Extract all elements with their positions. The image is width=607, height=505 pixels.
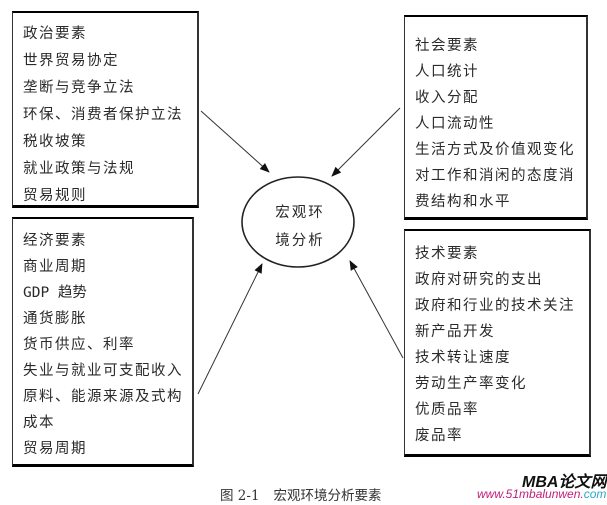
- social-item: 对工作和消闲的态度消: [415, 168, 575, 184]
- social-item: 人口流动性: [415, 116, 495, 132]
- social-item: 生活方式及价值观变化: [415, 142, 575, 158]
- social-factors-box: 社会要素 人口统计 收入分配 人口流动性 生活方式及价值观变化 对工作和消闲的态…: [404, 15, 588, 220]
- arrow-political-to-center: [200, 110, 270, 173]
- social-item: 费结构和水平: [415, 194, 511, 210]
- figure-caption: 图 2-1 宏观环境分析要素: [220, 484, 382, 504]
- political-item: 环保、消费者保护立法: [23, 107, 183, 123]
- tech-item: 新产品开发: [415, 324, 495, 340]
- figure-title: 宏观环境分析要素: [273, 488, 382, 504]
- arrow-social-to-center: [331, 107, 401, 177]
- watermark-title: MBA论文网: [522, 474, 607, 491]
- political-item: 税收坡策: [23, 134, 87, 150]
- economic-item: 贸易周期: [23, 441, 87, 457]
- economic-item: 原料、能源来源及式构: [23, 389, 183, 405]
- tech-item: 政府对研究的支出: [415, 272, 543, 288]
- social-item: 人口统计: [415, 64, 479, 80]
- arrow-economic-to-center: [197, 263, 263, 395]
- tech-item: 劳动生产率变化: [415, 376, 527, 392]
- economic-item: 通货膨胀: [23, 311, 87, 327]
- political-item: 贸易规则: [23, 188, 87, 204]
- political-item: 就业政策与法规: [23, 161, 135, 177]
- watermark-url-main: www.51mbalunwen.: [477, 487, 584, 501]
- economic-factors-box: 经济要素 商业周期 GDP 趋势 通货膨胀 货币供应、利率 失业与就业可支配收入…: [12, 217, 194, 467]
- political-item: 世界贸易协定: [23, 53, 119, 69]
- watermark-url-tld: com: [583, 487, 607, 501]
- center-ellipse: [241, 176, 355, 268]
- figure-number: 图 2-1: [220, 488, 260, 504]
- social-item: 收入分配: [415, 90, 479, 106]
- tech-item: 技术转让速度: [415, 350, 511, 366]
- economic-item: GDP 趋势: [23, 285, 87, 301]
- tech-item: 政府和行业的技术关注: [415, 298, 575, 314]
- tech-item: 优质品率: [415, 402, 479, 418]
- tech-item: 废品率: [415, 428, 463, 444]
- political-item: 政治要素: [23, 26, 87, 42]
- economic-item: 商业周期: [23, 259, 87, 275]
- social-item: 社会要素: [415, 38, 479, 54]
- technological-factors-box: 技术要素 政府对研究的支出 政府和行业的技术关注 新产品开发 技术转让速度 劳动…: [404, 229, 591, 457]
- economic-item: 货币供应、利率: [23, 337, 135, 353]
- economic-item: 经济要素: [23, 233, 87, 249]
- center-label-line2: 境分析: [275, 233, 325, 249]
- arrow-tech-to-center: [349, 260, 404, 359]
- tech-item: 技术要素: [415, 246, 479, 262]
- economic-item: 失业与就业可支配收入: [23, 363, 183, 379]
- watermark-url: www.51mbalunwen.com: [477, 487, 606, 501]
- economic-item: 成本: [23, 415, 55, 431]
- political-item: 垄断与竞争立法: [23, 80, 135, 96]
- political-factors-box: 政治要素 世界贸易协定 垄断与竞争立法 环保、消费者保护立法 税收坡策 就业政策…: [12, 11, 199, 208]
- center-label-line1: 宏观环: [275, 205, 325, 221]
